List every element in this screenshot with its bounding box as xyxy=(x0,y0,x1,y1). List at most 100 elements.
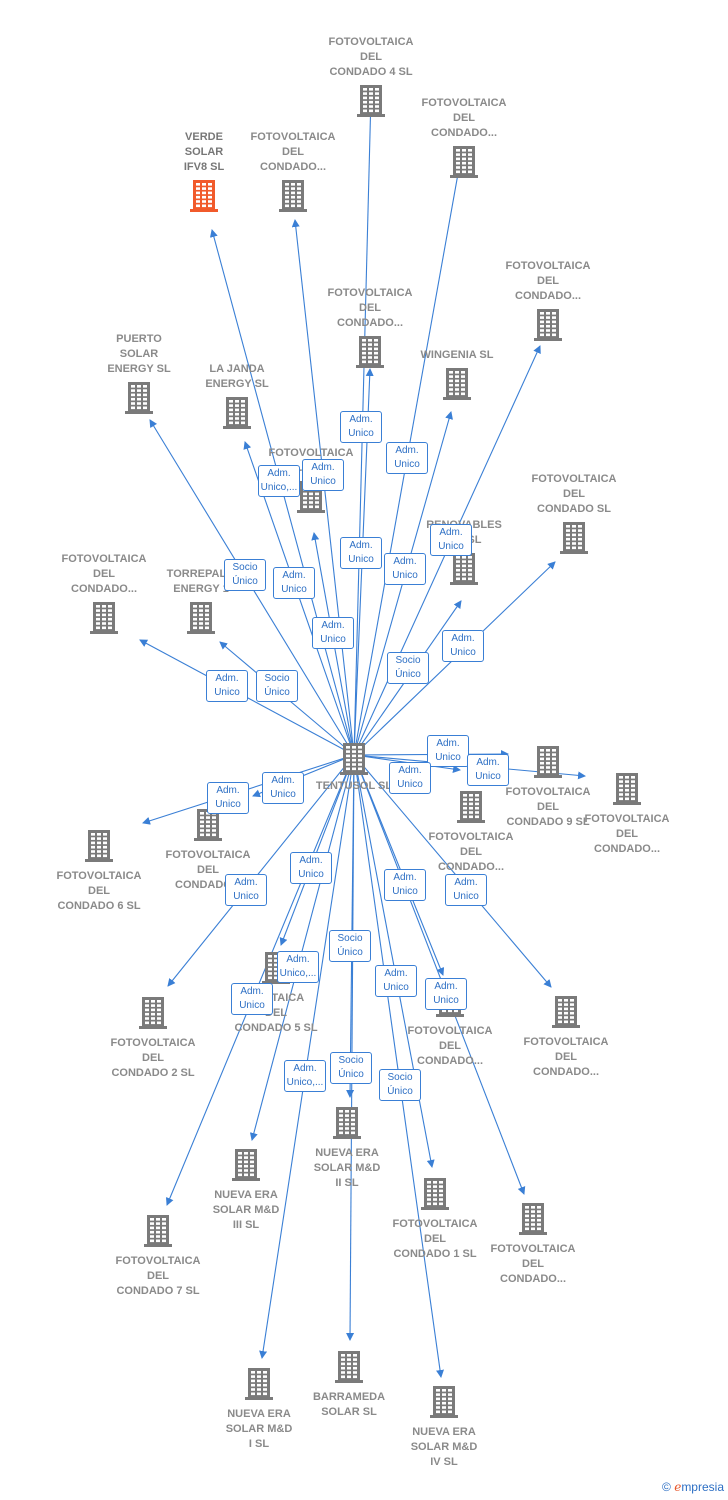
company-label[interactable]: WINGENIA SL xyxy=(420,349,494,361)
company-node-ne4[interactable]: NUEVA ERA SOLAR M&D IV SL xyxy=(384,1384,504,1470)
company-node-fcD[interactable]: FOTOVOLTAICA DEL CONDADO... xyxy=(488,259,608,341)
company-node-fcG[interactable]: FOTOVOLTAICA DEL CONDADO... xyxy=(567,771,687,857)
relationship-badge[interactable]: Socio Único xyxy=(329,930,371,962)
building-icon xyxy=(333,1107,361,1139)
relationship-badge[interactable]: Adm. Unico xyxy=(425,978,467,1010)
company-label[interactable]: FOTOVOLTAICA DEL CONDADO... xyxy=(584,813,670,855)
company-node-puerto[interactable]: PUERTO SOLAR ENERGY SL xyxy=(79,332,199,414)
relationship-badge[interactable]: Adm. Unico xyxy=(302,459,344,491)
company-label[interactable]: NUEVA ERA SOLAR M&D IV SL xyxy=(410,1426,478,1468)
relationship-badge[interactable]: Adm. Unico xyxy=(290,852,332,884)
relationship-badge[interactable]: Adm. Unico xyxy=(312,617,354,649)
relationship-badge[interactable]: Adm. Unico xyxy=(430,524,472,556)
company-node-fcC[interactable]: FOTOVOLTAICA DEL CONDADO... xyxy=(310,286,430,368)
company-label[interactable]: FOTOVOLTAICA DEL CONDADO... xyxy=(165,849,251,891)
relationship-badge[interactable]: Adm. Unico xyxy=(225,874,267,906)
copyright-symbol: © xyxy=(662,1480,671,1494)
company-label[interactable]: FOTOVOLTAICA DEL CONDADO... xyxy=(505,260,591,302)
relationship-badge[interactable]: Adm. Unico xyxy=(207,782,249,814)
relationship-badge[interactable]: Adm. Unico xyxy=(445,874,487,906)
relationship-badge[interactable]: Adm. Unico xyxy=(442,630,484,662)
brand-name: mpresia xyxy=(681,1480,724,1494)
relationship-badge[interactable]: Adm. Unico xyxy=(384,869,426,901)
edge-barra xyxy=(346,754,355,1341)
relationship-badge[interactable]: Adm. Unico xyxy=(340,537,382,569)
company-label[interactable]: FOTOVOLTAICA DEL CONDADO... xyxy=(61,553,147,595)
relationship-badge[interactable]: Adm. Unico xyxy=(375,965,417,997)
company-node-janda[interactable]: LA JANDA ENERGY SL xyxy=(177,362,297,429)
company-node-fcK[interactable]: FOTOVOLTAICA DEL CONDADO... xyxy=(506,994,626,1080)
company-node-fc7[interactable]: FOTOVOLTAICA DEL CONDADO 7 SL xyxy=(98,1213,218,1299)
company-node-fc6[interactable]: FOTOVOLTAICA DEL CONDADO 6 SL xyxy=(39,828,159,914)
company-label[interactable]: FOTOVOLTAICA DEL CONDADO 6 SL xyxy=(56,870,142,912)
relationship-badge[interactable]: Adm. Unico xyxy=(273,567,315,599)
company-node-wingenia[interactable]: WINGENIA SL xyxy=(397,348,517,400)
relationship-badge[interactable]: Adm. Unico xyxy=(262,772,304,804)
company-node-ne1[interactable]: NUEVA ERA SOLAR M&D I SL xyxy=(199,1366,319,1452)
relationship-badge[interactable]: Socio Único xyxy=(379,1069,421,1101)
company-label[interactable]: NUEVA ERA SOLAR M&D III SL xyxy=(212,1189,280,1231)
relationship-badge[interactable]: Socio Único xyxy=(256,670,298,702)
company-label[interactable]: LA JANDA ENERGY SL xyxy=(205,363,269,390)
company-node-fc4[interactable]: FOTOVOLTAICA DEL CONDADO 4 SL xyxy=(311,35,431,117)
relationship-badge[interactable]: Adm. Unico xyxy=(386,442,428,474)
company-node-ne3[interactable]: NUEVA ERA SOLAR M&D III SL xyxy=(186,1147,306,1233)
company-node-ne2[interactable]: NUEVA ERA SOLAR M&D II SL xyxy=(287,1105,407,1191)
company-node-verde[interactable]: VERDE SOLAR IFV8 SL xyxy=(144,130,264,212)
company-label[interactable]: FOTOVOLTAICA DEL CONDADO 1 SL xyxy=(392,1218,478,1260)
relationship-badge[interactable]: Adm. Unico xyxy=(427,735,469,767)
company-label[interactable]: FOTOVOLTAICA DEL CONDADO... xyxy=(250,131,336,173)
relationship-badge[interactable]: Adm. Unico xyxy=(389,762,431,794)
building-icon xyxy=(232,1149,260,1181)
building-icon xyxy=(194,809,222,841)
company-label[interactable]: FOTOVOLTAICA DEL CONDADO... xyxy=(407,1025,493,1067)
company-label[interactable]: FOTOVOLTAICA DEL CONDADO 7 SL xyxy=(115,1255,201,1297)
company-node-fcF[interactable]: FOTOVOLTAICA DEL CONDADO... xyxy=(44,552,164,634)
relationship-badge[interactable]: Socio Único xyxy=(387,652,429,684)
building-icon xyxy=(613,773,641,805)
company-node-fcL[interactable]: FOTOVOLTAICA DEL CONDADO... xyxy=(473,1201,593,1287)
company-label[interactable]: FOTOVOLTAICA DEL CONDADO... xyxy=(523,1036,609,1078)
company-node-fcI[interactable]: FOTOVOLTAICA DEL CONDADO... xyxy=(148,807,268,893)
building-icon xyxy=(421,1178,449,1210)
relationship-badge[interactable]: Socio Único xyxy=(224,559,266,591)
building-icon xyxy=(190,180,218,212)
company-label[interactable]: FOTOVOLTAICA DEL CONDADO 2 SL xyxy=(110,1037,196,1079)
company-label[interactable]: BARRAMEDA SOLAR SL xyxy=(312,1391,386,1418)
building-icon xyxy=(139,997,167,1029)
company-node-torre[interactable]: TORREPAL... ENERGY 1 xyxy=(141,567,261,634)
edge-fcK xyxy=(353,754,552,988)
relationship-badge[interactable]: Adm. Unico,... xyxy=(277,951,319,983)
center-company-label[interactable]: TENTUSOL SL xyxy=(315,780,393,792)
company-label[interactable]: NUEVA ERA SOLAR M&D II SL xyxy=(313,1147,381,1189)
company-node-barra[interactable]: BARRAMEDA SOLAR SL xyxy=(289,1349,409,1420)
company-label[interactable]: FOTOVOLTAICA DEL CONDADO... xyxy=(421,97,507,139)
relationship-badge[interactable]: Adm. Unico,... xyxy=(284,1060,326,1092)
relationship-badge[interactable]: Adm. Unico xyxy=(231,983,273,1015)
company-node-fcB[interactable]: FOTOVOLTAICA DEL CONDADO... xyxy=(233,130,353,212)
company-label[interactable]: FOTOVOLTAICA DEL CONDADO... xyxy=(428,831,514,873)
company-node-center[interactable]: TENTUSOL SL xyxy=(294,741,414,794)
company-node-fc9[interactable]: FOTOVOLTAICA DEL CONDADO 9 SL xyxy=(488,744,608,830)
company-label[interactable]: FOTOVOLTAICA DEL CONDADO SL xyxy=(531,473,617,515)
edge-fc7 xyxy=(165,754,355,1206)
company-label[interactable]: FOTOVOLTAICA DEL CONDADO 9 SL xyxy=(505,786,591,828)
relationship-badge[interactable]: Adm. Unico xyxy=(467,754,509,786)
company-node-fcH[interactable]: FOTOVOLTAICA DEL CONDADO... xyxy=(411,789,531,875)
company-node-fc2[interactable]: FOTOVOLTAICA DEL CONDADO 2 SL xyxy=(93,995,213,1081)
relationship-badge[interactable]: Adm. Unico,... xyxy=(258,465,300,497)
company-label[interactable]: FOTOVOLTAICA DEL CONDADO... xyxy=(327,287,413,329)
company-node-fcsl[interactable]: FOTOVOLTAICA DEL CONDADO SL xyxy=(514,472,634,554)
company-node-fcA[interactable]: FOTOVOLTAICA DEL CONDADO... xyxy=(404,96,524,178)
company-label[interactable]: FOTOVOLTAICA DEL CONDADO 4 SL xyxy=(328,36,414,78)
company-node-fc1[interactable]: FOTOVOLTAICA DEL CONDADO 1 SL xyxy=(375,1176,495,1262)
relationship-badge[interactable]: Socio Único xyxy=(330,1052,372,1084)
building-icon xyxy=(279,180,307,212)
relationship-badge[interactable]: Adm. Unico xyxy=(384,553,426,585)
relationship-badge[interactable]: Adm. Unico xyxy=(206,670,248,702)
company-label[interactable]: VERDE SOLAR IFV8 SL xyxy=(183,131,225,173)
company-label[interactable]: PUERTO SOLAR ENERGY SL xyxy=(107,333,171,375)
relationship-badge[interactable]: Adm. Unico xyxy=(340,411,382,443)
company-label[interactable]: FOTOVOLTAICA DEL CONDADO... xyxy=(490,1243,576,1285)
company-label[interactable]: NUEVA ERA SOLAR M&D I SL xyxy=(225,1408,293,1450)
